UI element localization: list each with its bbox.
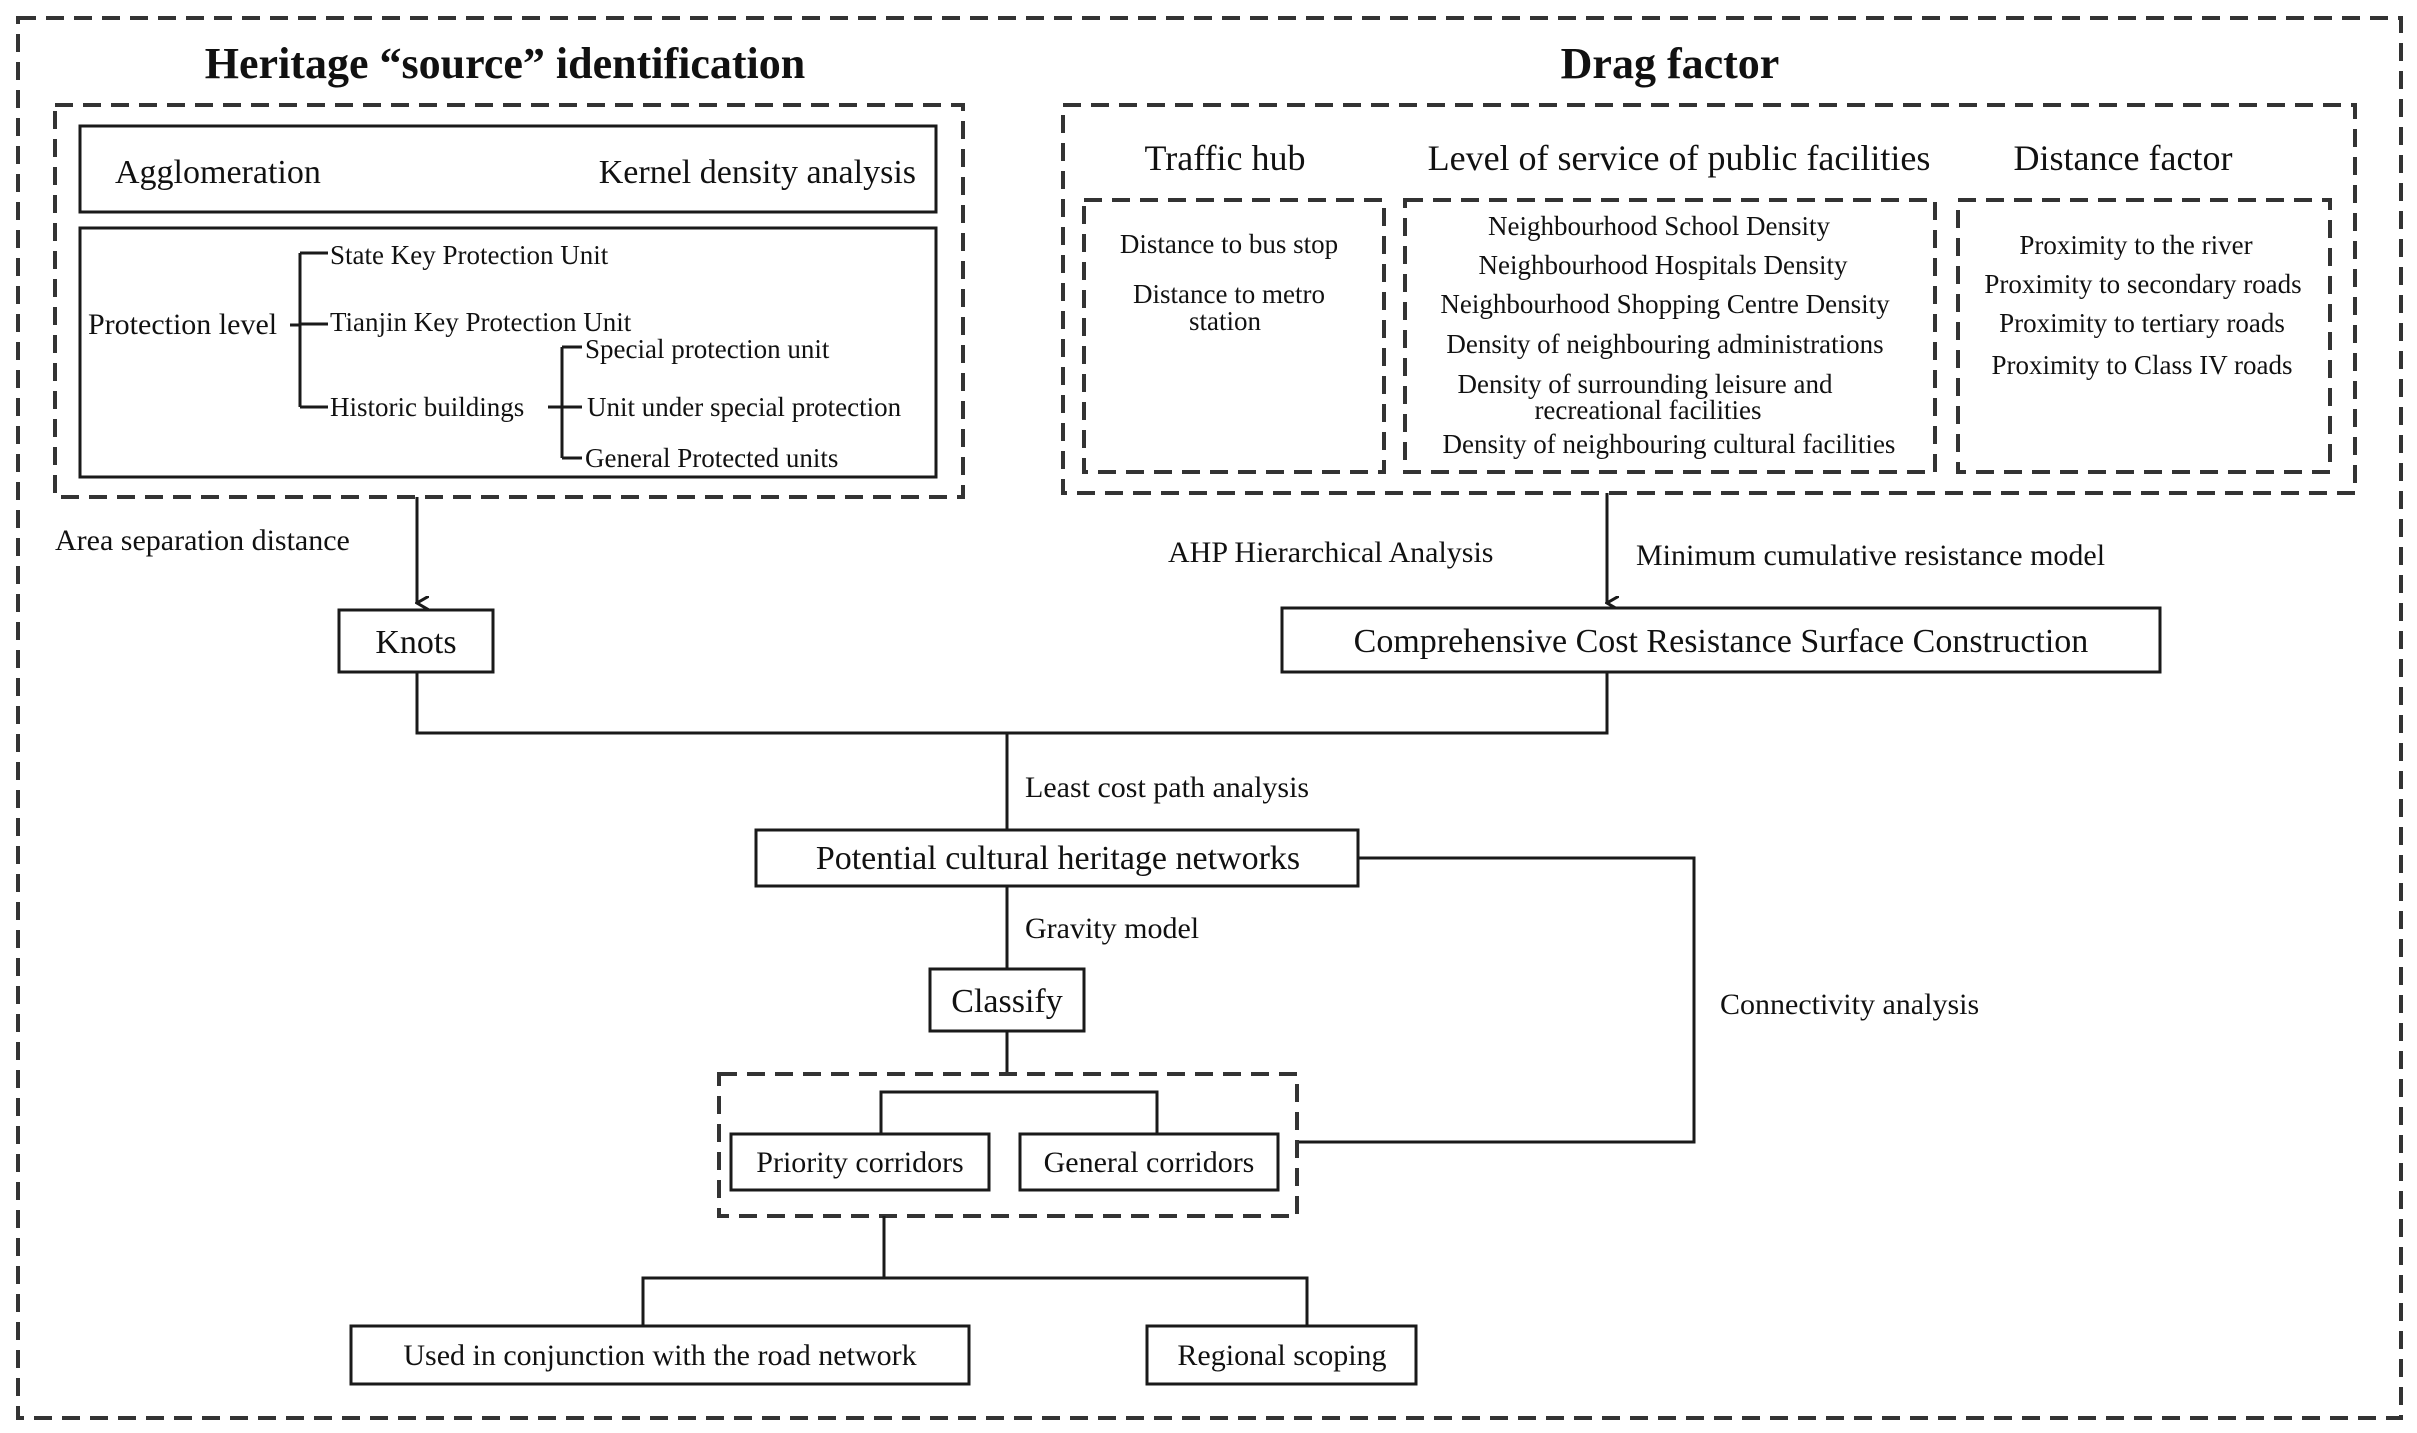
general-corridors-label: General corridors	[1044, 1146, 1255, 1179]
kernel-density-label: Kernel density analysis	[599, 154, 916, 191]
knots-label: Knots	[375, 624, 456, 661]
road-network-label: Used in conjunction with the road networ…	[403, 1339, 916, 1372]
bottom-branch	[641, 1216, 1309, 1326]
state-key-unit-label: State Key Protection Unit	[330, 240, 609, 270]
corridor-branch	[879, 1090, 1159, 1134]
drag-dashed-group	[1061, 103, 2357, 495]
tertiary-roads-item: Proximity to tertiary roads	[1999, 308, 2285, 338]
connectivity-loop	[1296, 856, 1696, 1144]
agglomeration-label: Agglomeration	[115, 154, 321, 191]
tianjin-key-unit-label: Tianjin Key Protection Unit	[330, 307, 632, 337]
public-facilities-heading: Level of service of public facilities	[1428, 138, 1931, 178]
agglomeration-box	[78, 124, 938, 214]
river-item: Proximity to the river	[2019, 230, 2252, 260]
potential-networks-label: Potential cultural heritage networks	[816, 840, 1300, 877]
classify-label: Classify	[951, 983, 1062, 1020]
ahp-label: AHP Hierarchical Analysis	[1168, 536, 1493, 569]
leisure-density-item-line1: Density of surrounding leisure and	[1458, 369, 1833, 399]
general-protected-label: General Protected units	[585, 443, 838, 473]
class-iv-roads-item: Proximity to Class IV roads	[1991, 350, 2292, 380]
area-separation-label: Area separation distance	[55, 524, 350, 557]
leisure-density-item-line2: recreational facilities	[1534, 395, 1761, 425]
corridors-dashed-group	[717, 1072, 1299, 1218]
drag-title: Drag factor	[1561, 39, 1780, 88]
potential-networks-box	[754, 828, 1360, 888]
knots-box	[337, 608, 495, 674]
historic-buildings-label: Historic buildings	[330, 392, 524, 422]
historic-bracket	[548, 345, 582, 460]
cultural-density-item: Density of neighbouring cultural facilit…	[1443, 429, 1896, 459]
general-corridors-box	[1018, 1132, 1280, 1192]
priority-corridors-box	[729, 1132, 991, 1192]
protection-box	[78, 226, 938, 479]
administration-density-item: Density of neighbouring administrations	[1446, 329, 1883, 359]
bus-stop-item: Distance to bus stop	[1120, 229, 1338, 259]
source-title: Heritage “source” identification	[205, 39, 805, 88]
gravity-model-label: Gravity model	[1025, 912, 1199, 945]
least-cost-label: Least cost path analysis	[1025, 771, 1309, 804]
priority-corridors-label: Priority corridors	[756, 1146, 963, 1179]
metro-item-line1: Distance to metro	[1133, 279, 1325, 309]
school-density-item: Neighbourhood School Density	[1488, 211, 1830, 241]
connectivity-label: Connectivity analysis	[1720, 988, 1979, 1021]
classify-box	[928, 967, 1086, 1033]
merge-connector	[415, 672, 1609, 830]
shopping-density-item: Neighbourhood Shopping Centre Density	[1440, 289, 1890, 319]
road-network-box	[349, 1324, 971, 1386]
regional-scoping-label: Regional scoping	[1177, 1339, 1386, 1372]
regional-scoping-box	[1145, 1324, 1418, 1386]
hospital-density-item: Neighbourhood Hospitals Density	[1479, 250, 1848, 280]
protection-bracket	[290, 251, 328, 409]
cost-surface-box	[1280, 606, 2162, 674]
special-protection-label: Special protection unit	[585, 334, 830, 364]
under-special-label: Unit under special protection	[587, 392, 902, 422]
secondary-roads-item: Proximity to secondary roads	[1984, 269, 2301, 299]
min-cumulative-label: Minimum cumulative resistance model	[1636, 539, 2105, 572]
metro-item-line2: station	[1189, 306, 1261, 336]
source-dashed-group	[53, 103, 965, 499]
cost-surface-label: Comprehensive Cost Resistance Surface Co…	[1354, 623, 2089, 660]
distance-factor-heading: Distance factor	[2014, 138, 2233, 178]
traffic-dashed-box	[1082, 198, 1386, 474]
outer-frame	[16, 16, 2403, 1420]
protection-level-label: Protection level	[88, 308, 277, 341]
distance-dashed-box	[1956, 198, 2332, 474]
traffic-hub-heading: Traffic hub	[1145, 138, 1306, 178]
public-dashed-box	[1403, 198, 1937, 474]
